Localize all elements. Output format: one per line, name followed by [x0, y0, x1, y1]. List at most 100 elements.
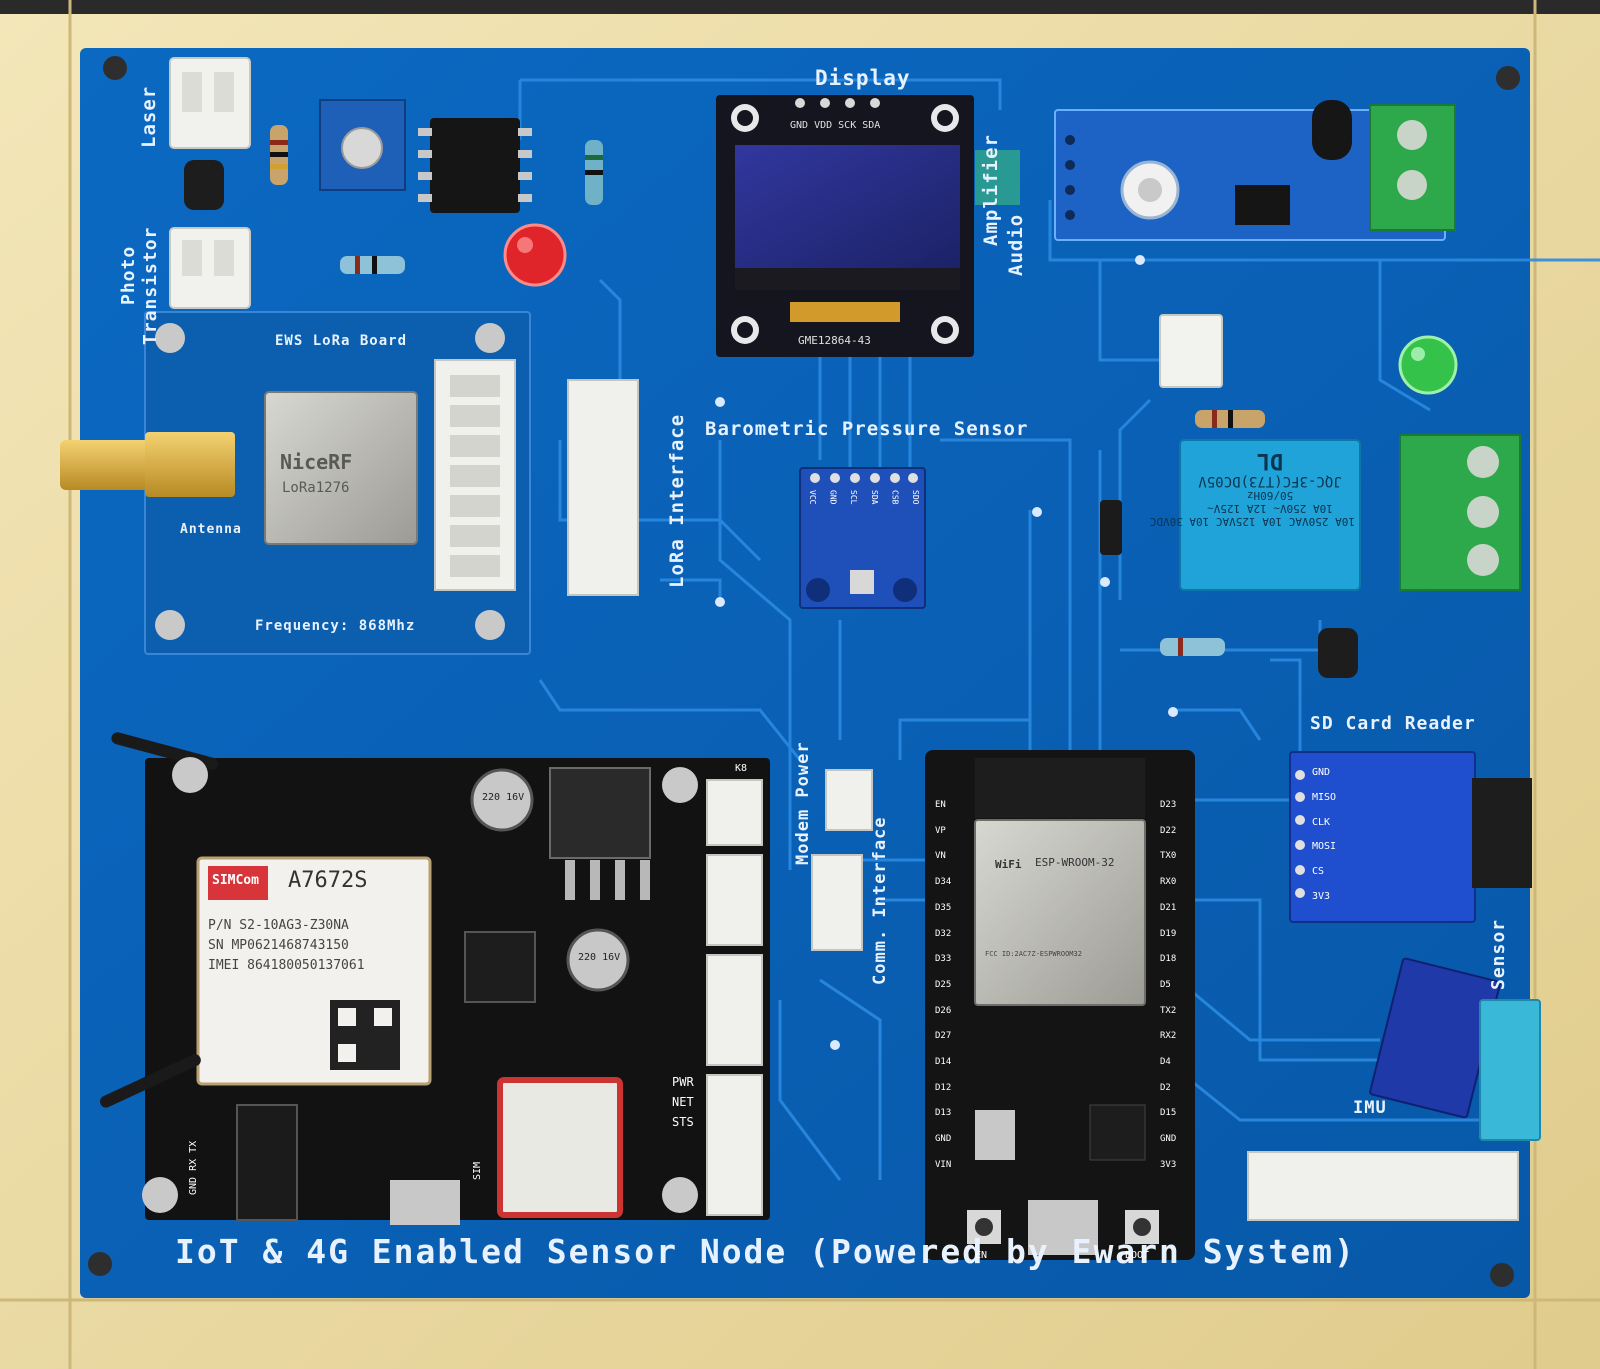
esp32-pin: TX2 — [1160, 1005, 1177, 1016]
sd-pin: MISO — [1312, 791, 1337, 803]
esp32-pin: D27 — [935, 1031, 952, 1042]
modem-cap-1 — [470, 768, 534, 832]
esp32-fcc: FCC ID:2AC7Z-ESPWROOM32 — [985, 950, 1082, 958]
esp32-pin: D4 — [1160, 1057, 1171, 1068]
baro-pin: CSB — [890, 490, 900, 505]
esp32-pin: GND — [1160, 1134, 1177, 1145]
simcom-brand: SIMCom — [212, 873, 259, 888]
esp32-pin: D15 — [1160, 1108, 1177, 1119]
esp32-pin: D2 — [1160, 1082, 1171, 1093]
label-lora-board: EWS LoRa Board — [275, 333, 408, 349]
lora-interface-header — [567, 379, 639, 596]
baro-pin: VCC — [808, 490, 817, 505]
voltage-regulator — [549, 767, 651, 859]
label-comm-interface: Comm. Interface — [870, 816, 890, 985]
sma-antenna-connector — [60, 440, 160, 490]
esp32-pin: D5 — [1160, 979, 1171, 990]
lora-chip — [264, 391, 418, 545]
esp32-boot-label: BOOT — [1125, 1250, 1150, 1261]
diode — [1100, 500, 1122, 555]
electrolytic-cap — [1312, 100, 1352, 160]
esp32-pin: D33 — [935, 954, 952, 965]
esp32-pin: D22 — [1160, 825, 1177, 836]
esp32-pin: VIN — [935, 1159, 952, 1170]
esp32-left-pins: EN VP VN D34 D35 D32 D33 D25 D26 D27 D14… — [935, 800, 951, 1170]
esp32-antenna — [975, 758, 1145, 818]
transistor-relay — [1318, 628, 1358, 678]
relay-markings: 10A 250VAC 10A 125VAC 10A 30VDC 10A 250V… — [1149, 448, 1355, 528]
esp32-pin: VN — [935, 851, 946, 862]
esp32-usb — [1028, 1200, 1098, 1255]
audio-jack — [236, 1104, 298, 1221]
sd-pin: MOSI — [1312, 841, 1337, 853]
sd-pin: CLK — [1312, 816, 1331, 828]
modem-cap2-label: 220 16V — [578, 952, 621, 963]
esp32-pin: D26 — [935, 1005, 952, 1016]
esp32-module — [974, 819, 1146, 1006]
sd-pin: 3V3 — [1312, 890, 1331, 902]
micro-usb-modem — [390, 1180, 460, 1225]
label-imu: IMU — [1353, 1098, 1387, 1118]
label-display: Display — [815, 66, 911, 90]
dht-sensor — [1479, 999, 1541, 1141]
esp32-pin: D25 — [935, 979, 952, 990]
label-lora-interface: LoRa Interface — [666, 413, 688, 588]
esp32-pin: D21 — [1160, 902, 1177, 913]
relay-line3: 50/60Hz — [1246, 489, 1294, 502]
modem-ic — [464, 931, 536, 1003]
esp32-pin: D32 — [935, 928, 952, 939]
sd-pin: GND — [1312, 767, 1331, 778]
white-connector-2pin — [1159, 314, 1223, 388]
esp32-right-pins: D23 D22 TX0 RX0 D21 D19 D18 D5 TX2 RX2 D… — [1160, 800, 1176, 1170]
esp32-en-label: EN — [975, 1250, 988, 1261]
simcom-pn: P/N S2-10AG3-Z30NA — [208, 918, 349, 933]
lora-chip-model: LoRa1276 — [282, 480, 350, 496]
pcb-vias — [715, 255, 1178, 1050]
label-modem-power: Modem Power — [793, 741, 813, 865]
relay — [1179, 439, 1361, 591]
esp32-pin: GND — [935, 1134, 952, 1145]
esp32-pin: EN — [935, 800, 946, 810]
baro-pin: SCL — [849, 490, 859, 505]
label-photo: Photo — [118, 245, 139, 305]
baro-pin-labels: VCC GND SCL SDA CSB SDO — [808, 490, 920, 504]
esp32-pin: TX0 — [1160, 851, 1177, 862]
modem-pwr-label: PWR — [672, 1075, 694, 1089]
baro-pin: SDO — [910, 490, 920, 505]
esp32-pin: D35 — [935, 902, 952, 913]
modem-k8-label: K8 — [735, 763, 748, 774]
label-antenna: Antenna — [180, 522, 242, 537]
label-transistor: Transistor — [140, 226, 161, 345]
modem-cap1-label: 220 16V — [482, 792, 525, 803]
baro-module — [799, 467, 926, 609]
esp32-pin: RX2 — [1160, 1031, 1177, 1042]
oled-screen — [735, 145, 960, 270]
esp32-wifi-logo: WiFi — [995, 858, 1022, 871]
simcom-sn: SN MP0621468743150 — [208, 938, 349, 953]
esp32-pin: D14 — [935, 1057, 952, 1068]
modem-connector-pins: GND RX TX — [188, 1140, 199, 1195]
esp32-module-name: ESP-WROOM-32 — [1035, 856, 1115, 869]
modem-power-connector — [825, 769, 873, 831]
esp32-pin: D23 — [1160, 800, 1177, 810]
label-barometric: Barometric Pressure Sensor — [705, 418, 1029, 440]
relay-line2: 10A 250V~ 12A 125V~ — [1207, 502, 1333, 515]
relay-model: JQC-3FC(T73)DC05V — [1198, 473, 1342, 489]
modem-jst-connectors — [706, 779, 763, 1216]
modem-cap-2 — [566, 928, 630, 992]
baro-pin: GND — [828, 490, 838, 505]
screw-terminal-relay — [1399, 434, 1521, 591]
red-led — [503, 223, 567, 287]
sd-pin: CS — [1312, 866, 1325, 878]
modem-net-label: NET — [672, 1095, 694, 1109]
label-laser: Laser — [138, 85, 160, 148]
esp32-pin: D18 — [1160, 954, 1177, 965]
relay-line1: 10A 250VAC 10A 125VAC 10A 30VDC — [1149, 515, 1355, 528]
pcb-traces — [518, 78, 1600, 1181]
baro-pin: SDA — [869, 490, 879, 505]
antenna-cable-2 — [100, 1054, 201, 1108]
modem-sim-label: SIM — [472, 1161, 483, 1180]
lora-chip-brand: NiceRF — [280, 450, 353, 474]
esp32-pin: RX0 — [1160, 877, 1177, 888]
